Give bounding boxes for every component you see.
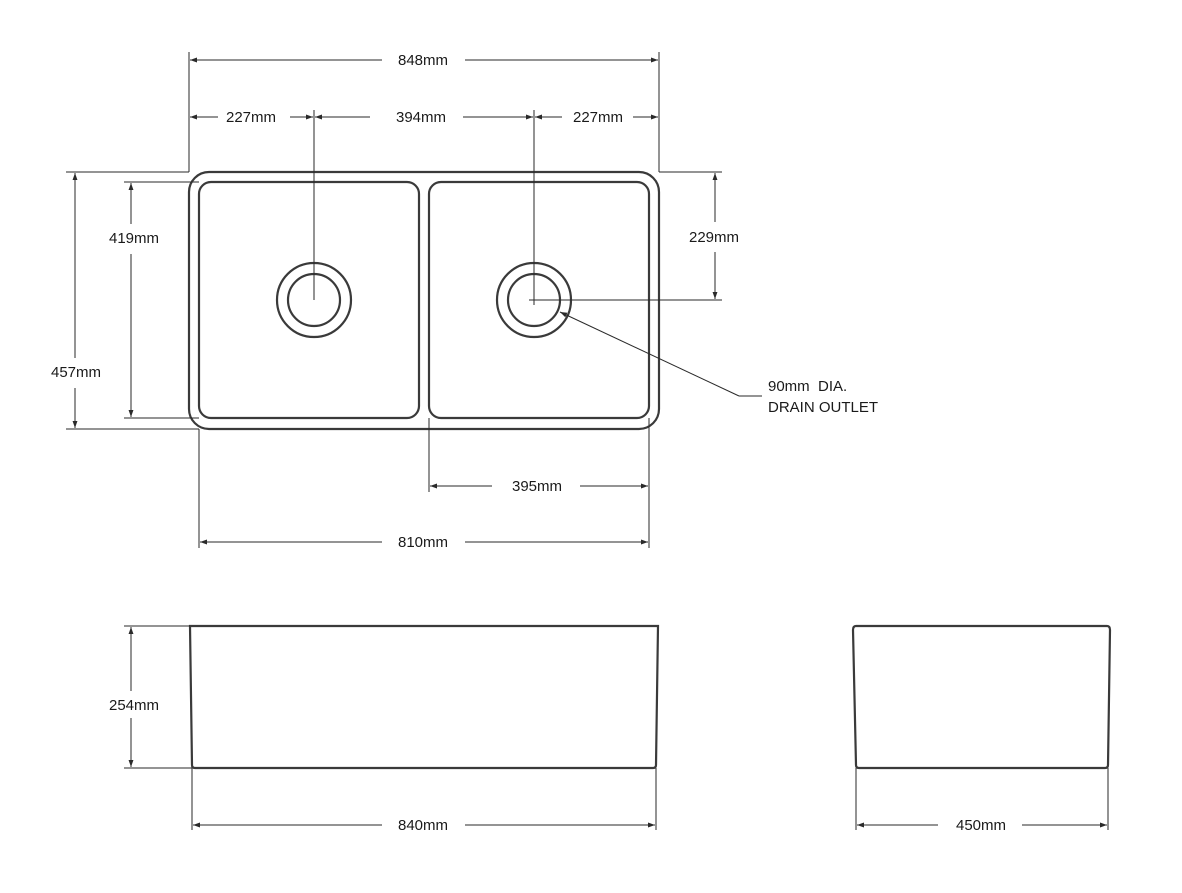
dimension-height: 254mm (109, 627, 159, 767)
drain-note-line2: DRAIN OUTLET (768, 399, 878, 416)
label-840: 840mm (398, 817, 448, 834)
drain-note-line1: 90mm DIA. (768, 378, 847, 395)
dimension-inner-width: 810mm (200, 534, 648, 551)
label-394: 394mm (396, 109, 446, 126)
dimension-drain-from-back: 229mm (689, 173, 739, 299)
left-bowl-outline (197, 180, 421, 420)
label-848: 848mm (398, 52, 448, 69)
label-229: 229mm (689, 229, 739, 246)
label-254: 254mm (109, 697, 159, 714)
side-elevation: 450mm (851, 624, 1112, 834)
dimension-front-width: 840mm (193, 817, 655, 834)
label-457: 457mm (51, 364, 101, 381)
front-elevation: 254mm 840mm (109, 624, 660, 834)
side-outline (851, 624, 1112, 770)
label-419: 419mm (109, 230, 159, 247)
drain-outlet-callout: 90mm DIA. DRAIN OUTLET (559, 311, 878, 416)
label-450: 450mm (956, 817, 1006, 834)
front-outline (188, 624, 660, 770)
dimension-drain-spacing: 227mm 394mm 227mm (190, 109, 658, 126)
plan-view: 848mm 227mm 394mm 227mm 419mm 457mm (51, 52, 878, 551)
label-227-left: 227mm (226, 109, 276, 126)
dimension-bowl-depth: 419mm (109, 183, 159, 417)
label-227-right: 227mm (573, 109, 623, 126)
label-395: 395mm (512, 478, 562, 495)
dimension-overall-width: 848mm (190, 52, 658, 69)
dimension-overall-depth: 457mm (51, 173, 101, 428)
dimension-right-bowl-width: 395mm (430, 478, 648, 495)
label-810: 810mm (398, 534, 448, 551)
dimension-side-width: 450mm (857, 817, 1107, 834)
